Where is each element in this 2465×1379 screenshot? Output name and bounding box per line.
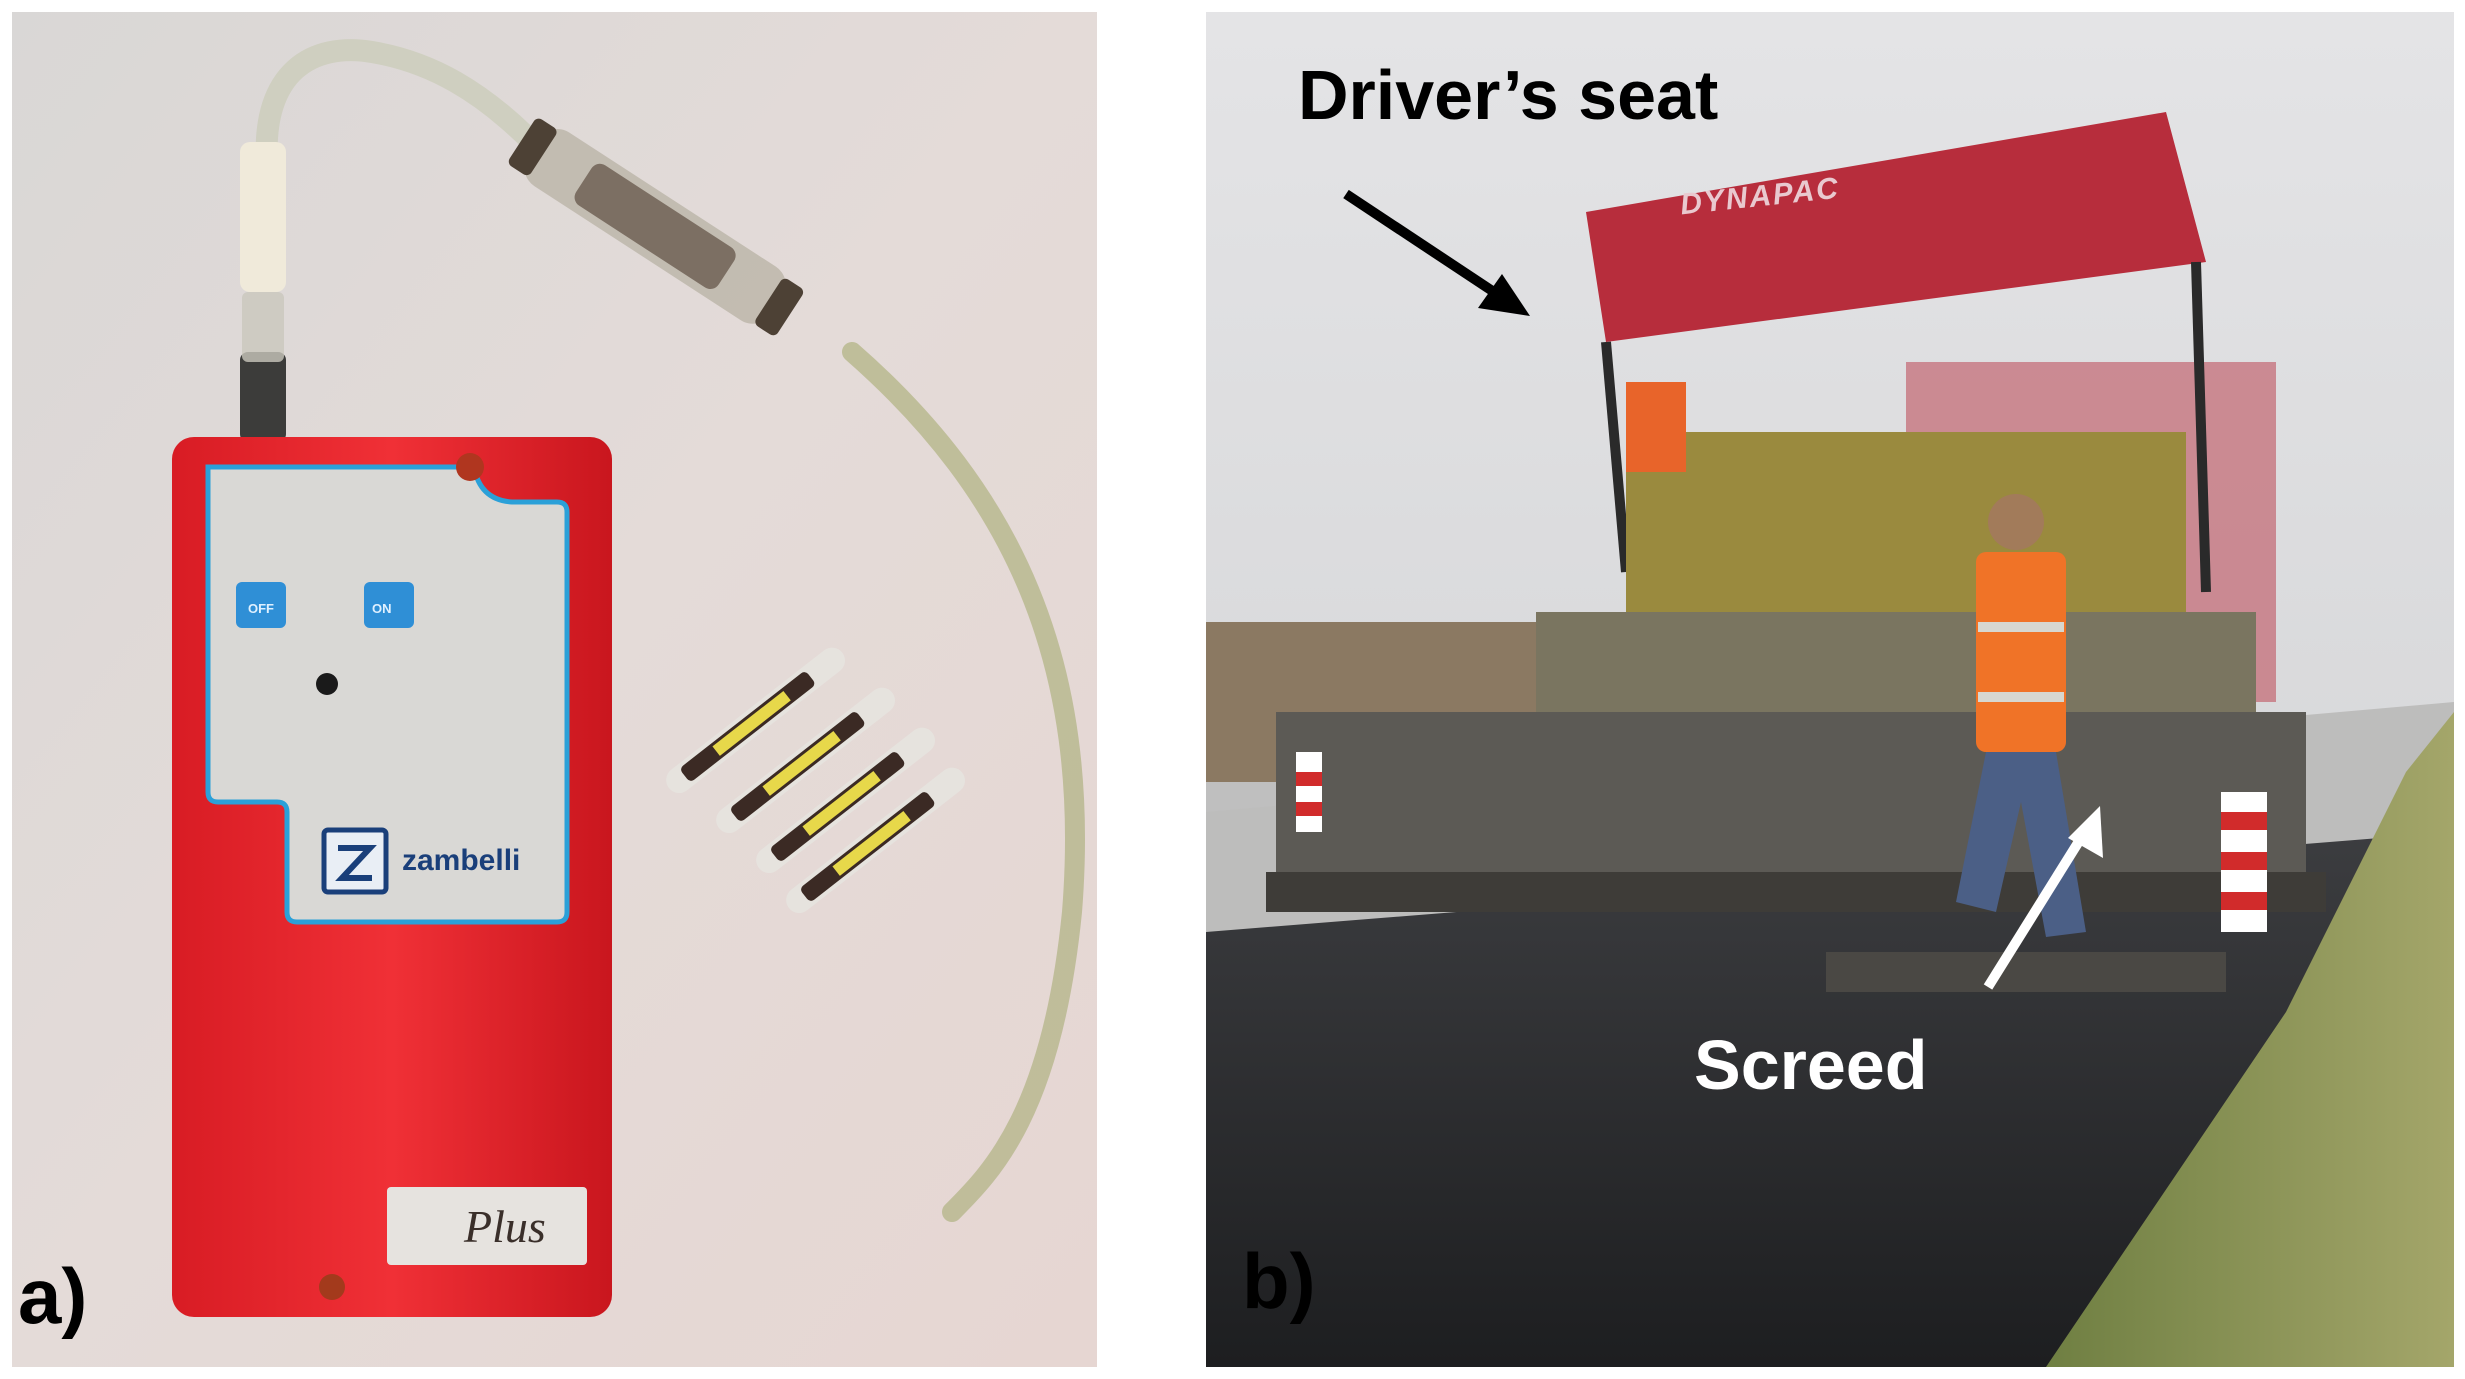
tube-upper xyxy=(255,39,543,173)
driver-seat-annotation: Driver’s seat xyxy=(1298,56,1719,134)
pump-faceplate xyxy=(205,464,570,925)
asphalt-paver-photo xyxy=(1206,12,2454,1367)
off-button-label: OFF xyxy=(248,601,274,616)
detector-tubes xyxy=(666,647,966,914)
panel-b-label: b) xyxy=(1242,1237,1316,1325)
on-button xyxy=(364,582,414,628)
device-model-badge: Plus xyxy=(464,1201,546,1252)
tube-lower xyxy=(842,342,1085,1222)
driver-seat-arrow xyxy=(1343,189,1530,316)
paver-operator xyxy=(1626,382,1686,472)
indicator-led xyxy=(316,673,338,695)
sampling-pump-photo xyxy=(12,12,1097,1367)
panel-a-label: a) xyxy=(18,1252,88,1340)
panel-b-photo: DYNAPAC Driver’s seat Screed b) xyxy=(1206,12,2454,1367)
device-brand: zambelli xyxy=(402,844,521,877)
off-button xyxy=(236,582,286,628)
warning-stripes xyxy=(1296,752,2267,932)
on-button-label: ON xyxy=(372,601,392,616)
paver-canopy xyxy=(1586,112,2206,342)
plus-badge xyxy=(387,1187,587,1265)
screed-arrow xyxy=(1983,806,2103,990)
grass-verge xyxy=(2046,712,2454,1367)
status-lamp xyxy=(456,453,484,481)
screed-unit xyxy=(1276,712,2306,882)
filter-holder xyxy=(508,118,804,336)
connector-spring xyxy=(240,352,286,442)
connector-top xyxy=(240,142,286,292)
panel-a-photo: OFF ON zambelli Plus a) xyxy=(12,12,1097,1367)
screed-annotation: Screed xyxy=(1694,1026,1928,1104)
